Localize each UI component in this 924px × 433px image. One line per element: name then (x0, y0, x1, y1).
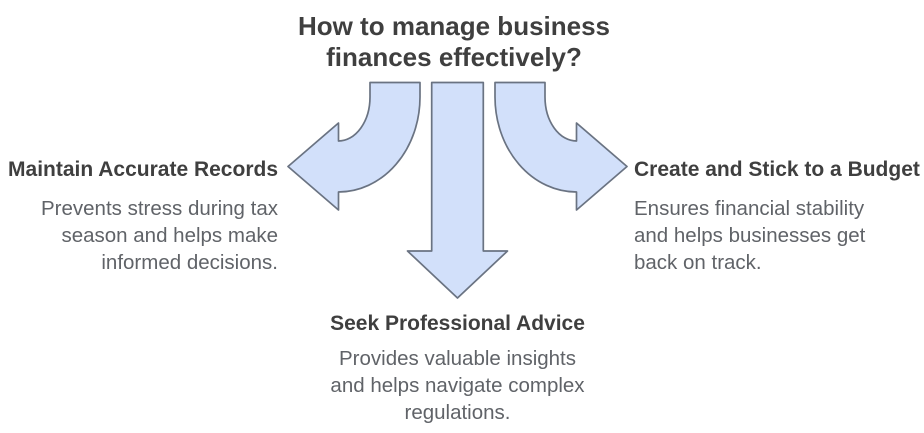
branch-maintain-accurate-records: Maintain Accurate Records Prevents stres… (0, 156, 278, 276)
page-title: How to manage business finances effectiv… (252, 11, 656, 73)
branch-description: Prevents stress during tax season and he… (0, 195, 278, 276)
branch-create-budget: Create and Stick to a Budget Ensures fin… (634, 156, 924, 276)
description-line: Provides valuable insights (338, 347, 577, 370)
branch-description: Provides valuable insights and helps nav… (287, 345, 628, 426)
arrow-group (287, 81, 628, 299)
description-line: season and helps make (61, 224, 278, 247)
description-line: and helps navigate complex (330, 374, 585, 397)
page-title-line-2: finances effectively? (326, 42, 582, 72)
description-line: Prevents stress during tax (41, 197, 278, 220)
branch-heading: Maintain Accurate Records (8, 158, 278, 181)
branch-heading: Seek Professional Advice (330, 312, 585, 335)
branch-description: Ensures financial stability and helps bu… (634, 195, 924, 276)
branch-seek-professional-advice: Seek Professional Advice Provides valuab… (287, 310, 628, 426)
page-title-line-1: How to manage business (297, 11, 611, 41)
arrow-down-icon (406, 81, 509, 299)
description-line: Ensures financial stability (634, 197, 865, 220)
description-line: back on track. (634, 251, 762, 274)
description-line: regulations. (404, 401, 511, 424)
description-line: informed decisions. (101, 251, 278, 274)
curved-arrow-right-icon (494, 81, 628, 211)
curved-arrow-left-icon (287, 81, 421, 211)
description-line: and helps businesses get (634, 224, 866, 247)
branch-heading: Create and Stick to a Budget (634, 158, 920, 181)
